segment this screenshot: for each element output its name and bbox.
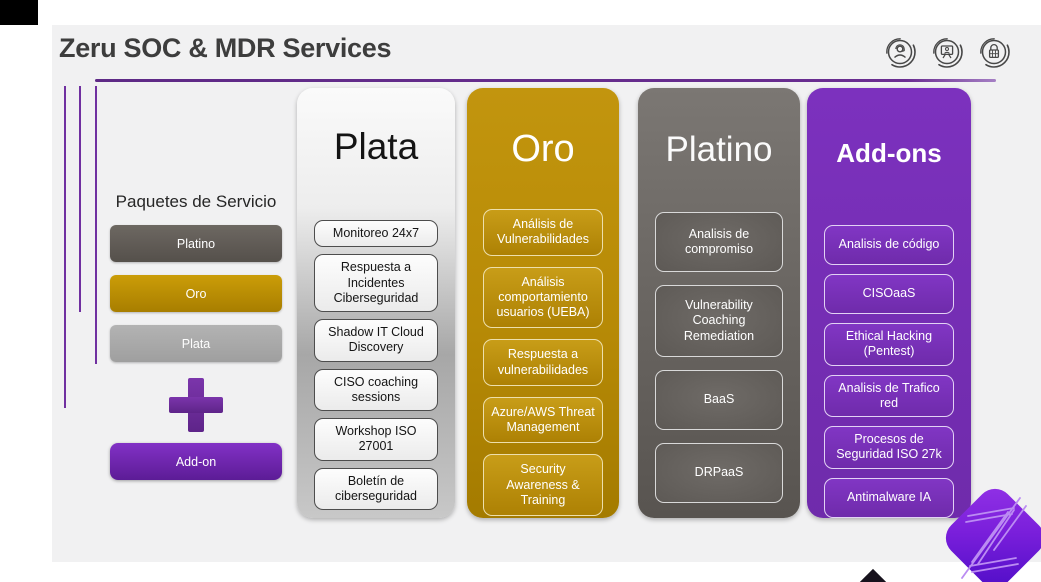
column-title: Platino (665, 130, 773, 169)
decorative-vertical-line (95, 86, 97, 364)
support-agent-icon (884, 36, 916, 68)
service-item[interactable]: Respuesta a vulnerabilidades (483, 339, 603, 386)
padlock-icon (978, 36, 1010, 68)
service-item[interactable]: CISOaaS (824, 274, 954, 314)
service-item[interactable]: Workshop ISO 27001 (314, 418, 438, 461)
tier-button-plata[interactable]: Plata (110, 325, 282, 362)
service-item[interactable]: Shadow IT Cloud Discovery (314, 319, 438, 362)
service-item[interactable]: Analisis de código (824, 225, 954, 265)
service-item[interactable]: Ethical Hacking (Pentest) (824, 323, 954, 366)
tier-button-platino[interactable]: Platino (110, 225, 282, 262)
title-underline-rule (95, 79, 996, 82)
service-item[interactable]: Antimalware IA (824, 477, 954, 518)
monitor-icon (931, 36, 963, 68)
service-item[interactable]: Azure/AWS Threat Management (483, 396, 603, 444)
header-icon-group (882, 33, 1014, 71)
service-item[interactable]: DRPaaS (655, 443, 783, 503)
plus-row (110, 377, 282, 433)
service-item[interactable]: Procesos de Seguridad ISO 27k (824, 426, 954, 469)
service-item[interactable]: Analisis de Trafico red (824, 374, 954, 417)
service-item[interactable]: Análisis comportamiento usuarios (UEBA) (483, 266, 603, 329)
service-item[interactable]: Analisis de compromiso (655, 212, 783, 272)
column-title: Oro (511, 128, 575, 170)
decorative-vertical-line (64, 86, 66, 408)
decorative-vertical-line (79, 86, 81, 312)
service-item[interactable]: Monitoreo 24x7 (314, 220, 438, 248)
logo-dark-diamond (817, 568, 929, 582)
service-item[interactable]: Análisis de Vulnerabilidades (483, 209, 603, 256)
column-title: Add-ons (836, 138, 942, 168)
top-left-corner-mark (0, 0, 38, 25)
page-title: Zeru SOC & MDR Services (59, 33, 392, 63)
column-title: Plata (333, 126, 419, 167)
service-item[interactable]: Vulnerability Coaching Remediation (655, 285, 783, 357)
addon-button[interactable]: Add-on (110, 443, 282, 480)
package-selector-heading: Paquetes de Servicio (115, 192, 277, 211)
service-item[interactable]: Respuesta a Incidentes Ciberseguridad (314, 254, 438, 312)
service-item[interactable]: Boletín de ciberseguridad (314, 467, 438, 510)
plus-icon (169, 378, 223, 432)
service-item[interactable]: Security Awareness & Training (483, 454, 603, 516)
service-item[interactable]: CISO coaching sessions (314, 368, 438, 411)
tier-button-oro[interactable]: Oro (110, 275, 282, 312)
service-item[interactable]: BaaS (655, 370, 783, 430)
